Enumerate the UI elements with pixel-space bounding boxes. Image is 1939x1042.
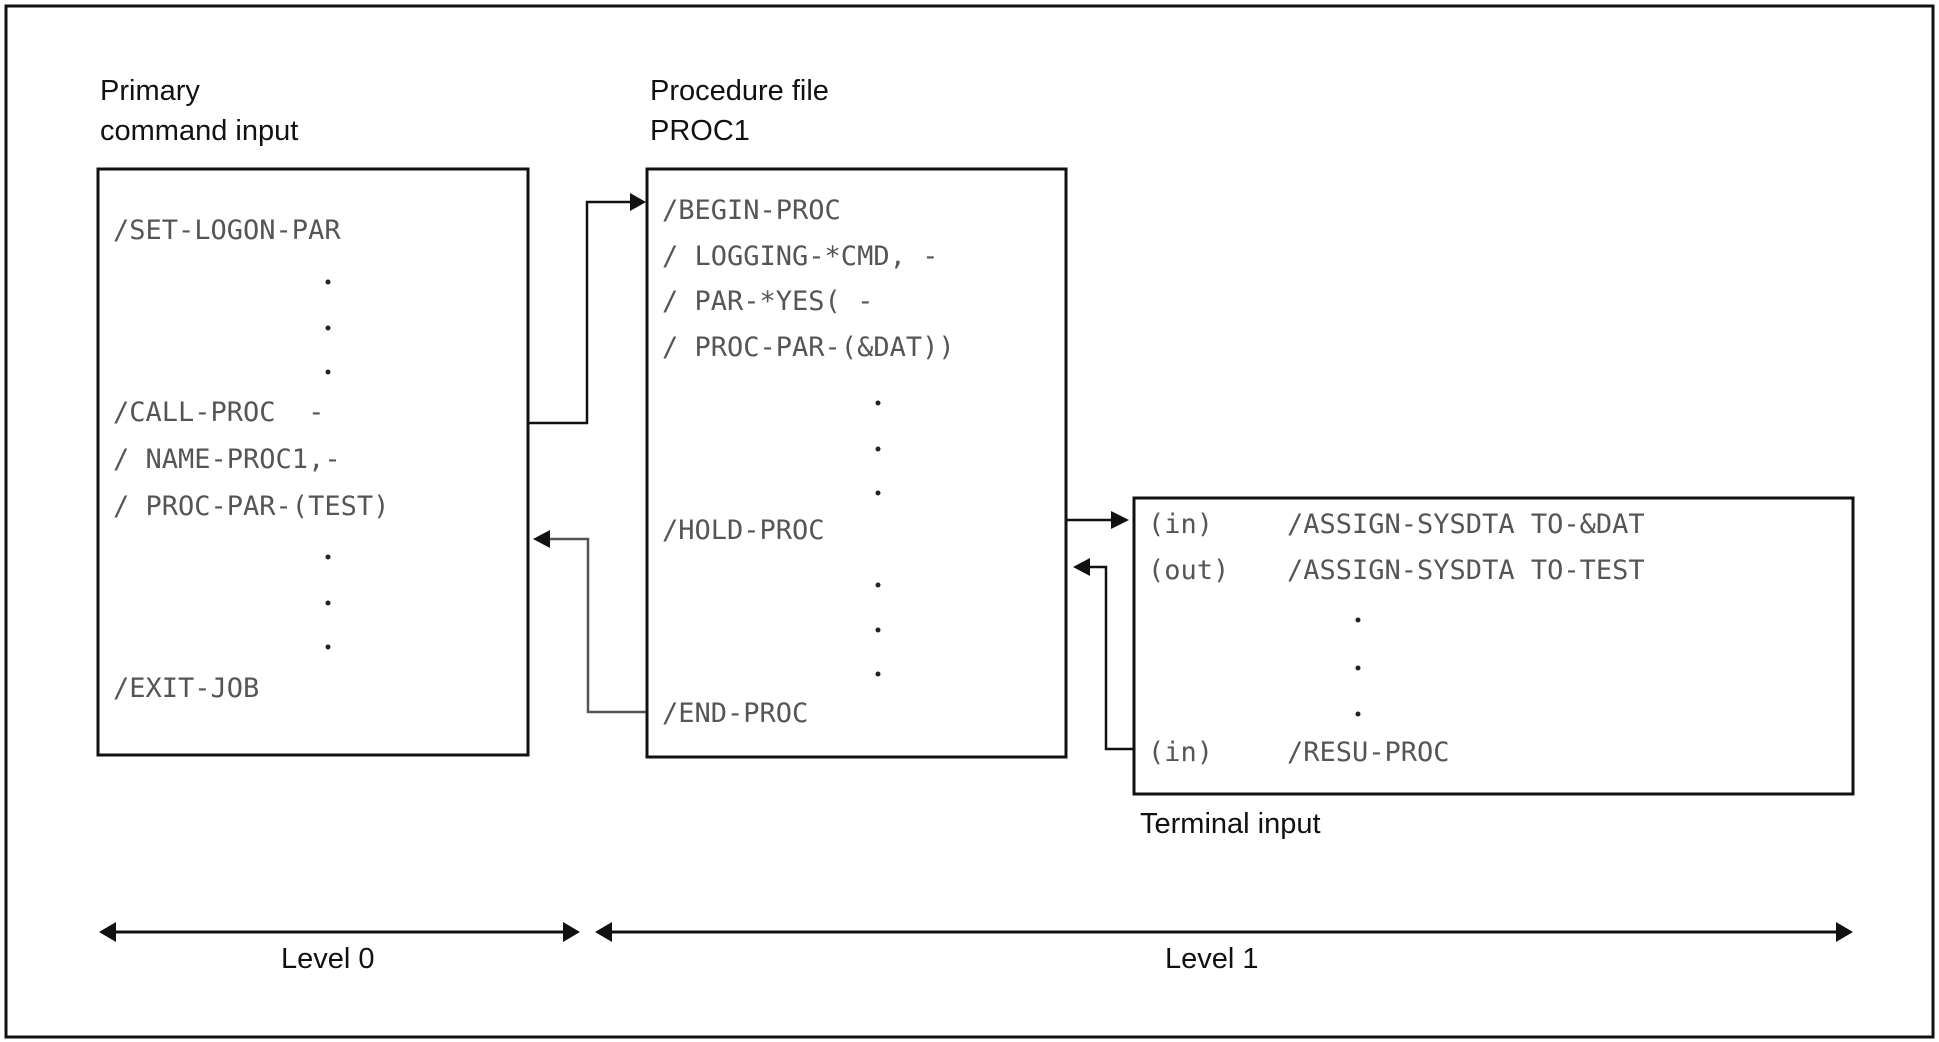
ellipsis-dot xyxy=(875,400,881,406)
proc-line-hold-proc: /HOLD-PROC xyxy=(662,515,825,546)
return-connector xyxy=(548,537,647,714)
terminal-title: Terminal input xyxy=(1140,808,1321,840)
proc-line-proc-par: / PROC-PAR-(&DAT)) xyxy=(662,332,955,363)
arrow-left-icon xyxy=(533,530,550,548)
call-connector xyxy=(528,200,632,425)
outer-frame xyxy=(4,4,1935,1039)
ellipsis-dot xyxy=(875,582,881,588)
terminal-row-cmd: /ASSIGN-SYSDTA TO-&DAT xyxy=(1287,509,1645,540)
ellipsis-dot xyxy=(875,627,881,633)
primary-line-call-proc: /CALL-PROC - xyxy=(113,397,324,428)
procedure-title-line2: PROC1 xyxy=(650,115,750,147)
arrow-right-icon xyxy=(1836,922,1853,942)
ellipsis-dot xyxy=(325,325,331,331)
proc-line-par: / PAR-*YES( - xyxy=(662,286,873,317)
arrow-right-icon xyxy=(1111,511,1129,529)
procedure-file-box xyxy=(645,167,1068,759)
primary-line-set-logon-par: /SET-LOGON-PAR xyxy=(113,215,341,246)
proc-line-begin-proc: /BEGIN-PROC xyxy=(662,195,841,226)
ellipsis-dot xyxy=(325,369,331,375)
ellipsis-dot xyxy=(325,279,331,285)
ellipsis-dot xyxy=(875,671,881,677)
primary-input-box xyxy=(96,167,530,757)
primary-line-exit-job: /EXIT-JOB xyxy=(113,673,259,704)
ellipsis-dot xyxy=(875,446,881,452)
terminal-row-cmd: /ASSIGN-SYSDTA TO-TEST xyxy=(1287,555,1645,586)
terminal-row-dir: (in) xyxy=(1148,509,1213,540)
ellipsis-dot xyxy=(1355,665,1361,671)
primary-title-line2: command input xyxy=(100,115,298,147)
primary-line-name: / NAME-PROC1,- xyxy=(113,444,341,475)
proc-line-logging: / LOGGING-*CMD, - xyxy=(662,241,938,272)
arrow-left-icon xyxy=(595,922,612,942)
procedure-title-line1: Procedure file xyxy=(650,75,829,107)
arrow-right-icon xyxy=(563,922,580,942)
resume-connector xyxy=(1088,565,1134,751)
ellipsis-dot xyxy=(1355,617,1361,623)
terminal-row-cmd: /RESU-PROC xyxy=(1287,737,1450,768)
terminal-row-dir: (in) xyxy=(1148,737,1213,768)
ellipsis-dot xyxy=(875,490,881,496)
terminal-input-box xyxy=(1132,496,1855,796)
primary-line-proc-par: / PROC-PAR-(TEST) xyxy=(113,491,389,522)
level-1-label: Level 1 xyxy=(1165,943,1259,975)
ellipsis-dot xyxy=(325,600,331,606)
ellipsis-dot xyxy=(325,554,331,560)
proc-line-end-proc: /END-PROC xyxy=(662,698,808,729)
arrow-left-icon xyxy=(1073,558,1090,576)
ellipsis-dot xyxy=(1355,711,1361,717)
arrow-left-icon xyxy=(99,922,116,942)
level-0-label: Level 0 xyxy=(281,943,375,975)
arrow-right-icon xyxy=(630,193,646,211)
terminal-row-dir: (out) xyxy=(1148,555,1229,586)
primary-title-line1: Primary xyxy=(100,75,200,107)
ellipsis-dot xyxy=(325,644,331,650)
